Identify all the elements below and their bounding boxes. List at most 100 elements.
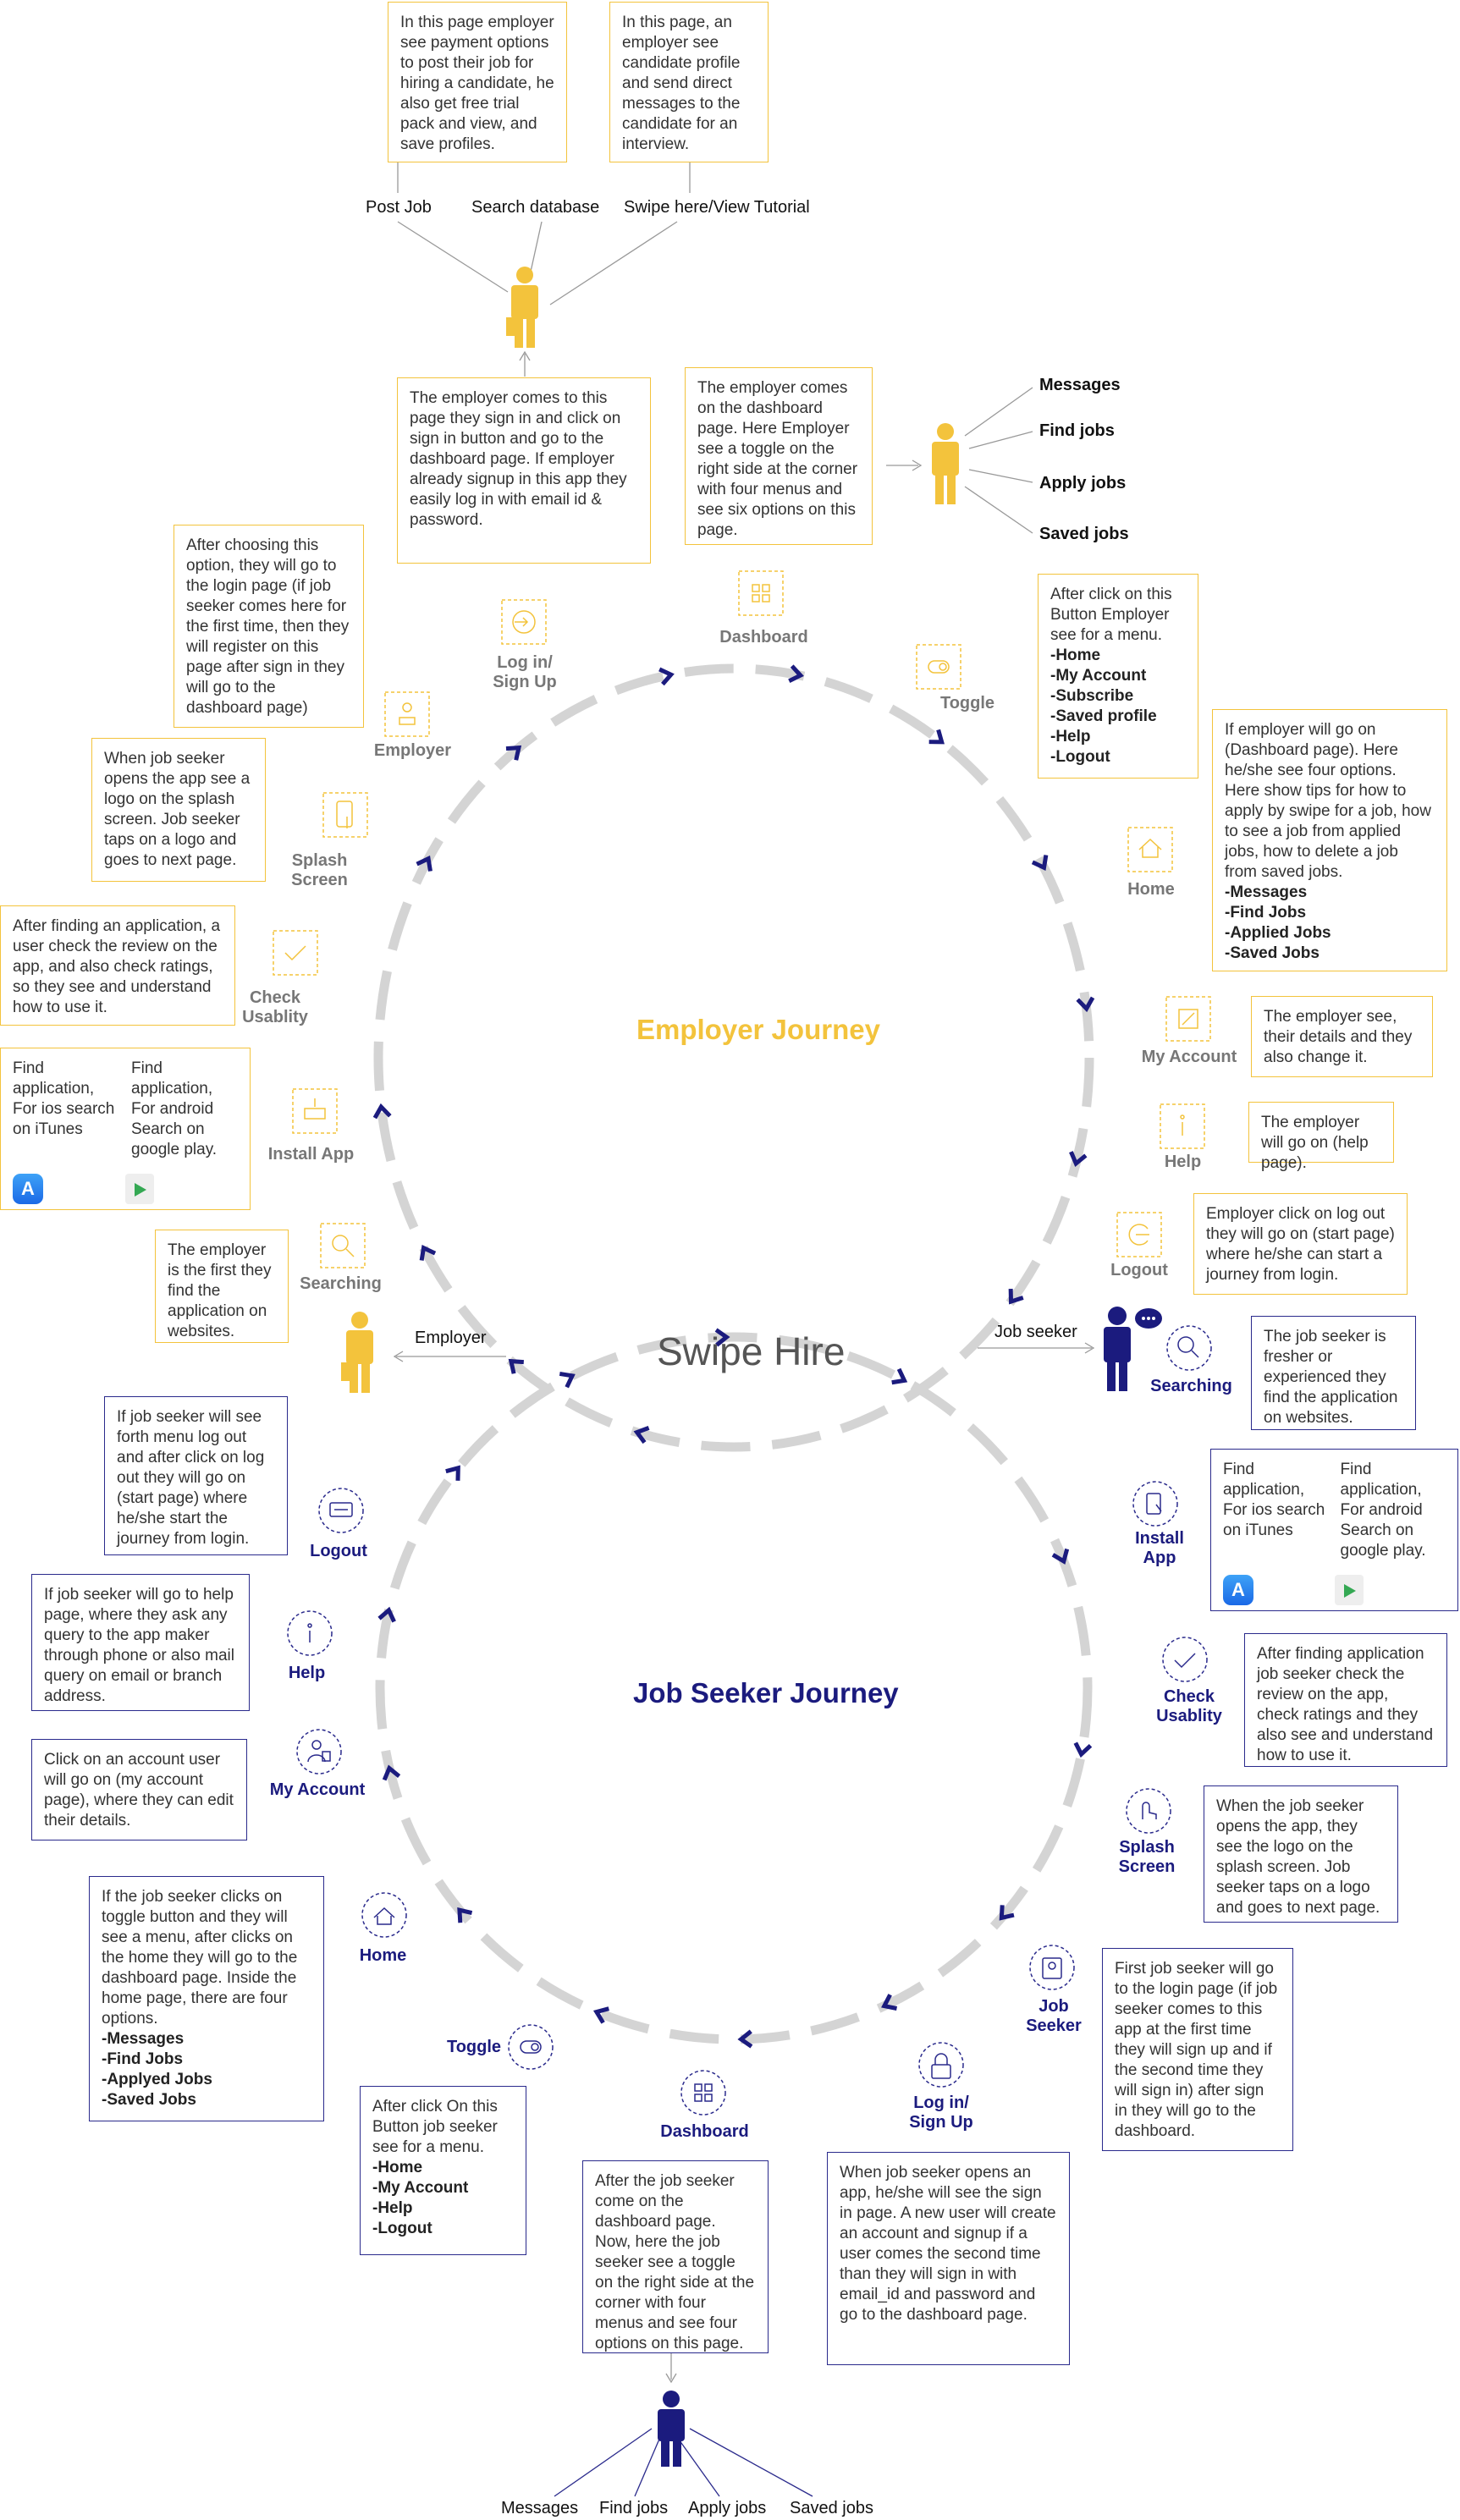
search-database-action[interactable]: Search database [471, 198, 600, 217]
toggle-icon [916, 644, 961, 690]
seeker-menu-apply-jobs[interactable]: Apply jobs [688, 2499, 767, 2517]
phone-tap-icon [322, 792, 368, 838]
swipe-tutorial-action[interactable]: Swipe here/View Tutorial [624, 198, 810, 217]
check-icon [1162, 1637, 1208, 1682]
employer-usability-note: After finding an application, a user che… [0, 905, 235, 1026]
employer-person-left-icon [341, 1312, 373, 1393]
seeker-splash-note: When the job seeker opens the app, they … [1204, 1785, 1398, 1923]
seeker-menu-messages[interactable]: Messages [501, 2499, 579, 2517]
employer-menu-saved-jobs[interactable]: Saved jobs [1039, 525, 1129, 543]
employer-menu-messages[interactable]: Messages [1039, 376, 1121, 394]
seeker-login-note: When job seeker opens an app, he/she wil… [827, 2152, 1070, 2365]
job-seeker-person-bottom-icon [658, 2391, 685, 2467]
employer-login-choice-note: After choosing this option, they will go… [174, 525, 364, 728]
seeker-step-toggle-label: Toggle [446, 2038, 502, 2056]
seeker-install-note: Find application, For ios search on iTun… [1210, 1449, 1458, 1611]
seeker-dashboard-note: After the job seeker come on the dashboa… [582, 2160, 769, 2353]
seeker-step-dashboard-label: Dashboard [660, 2122, 749, 2141]
employer-step-dashboard-label: Dashboard [719, 628, 808, 647]
seeker-logout-note: If job seeker will see forth menu log ou… [104, 1396, 288, 1555]
employer-signin-note: The employer comes to this page they sig… [397, 377, 651, 564]
employer-toggle-note: After click on this Button Employer see … [1038, 574, 1198, 779]
employer-step-help-label: Help [1164, 1153, 1202, 1171]
employer-step-splash-label: Splash Screen [291, 851, 348, 889]
seeker-step-jobseeker-label: Job Seeker [1026, 1997, 1082, 2035]
seeker-home-note: If the job seeker clicks on toggle butto… [89, 1876, 324, 2121]
employer-flow-arrow [658, 667, 675, 686]
install-icon [292, 1088, 338, 1134]
seeker-step-searching-label: Searching [1150, 1377, 1232, 1395]
employer-step-install-label: Install App [267, 1145, 355, 1164]
check-icon [273, 930, 318, 976]
connector-lines [393, 161, 1095, 2384]
seeker-step-install-label: Install App [1135, 1529, 1184, 1567]
post-job-action[interactable]: Post Job [366, 198, 432, 217]
employer-logout-note: Employer click on log out they will go o… [1193, 1193, 1408, 1295]
toggle-icon [508, 2024, 554, 2070]
employer-home-note: If employer will go on (Dashboard page).… [1212, 709, 1447, 971]
seeker-step-home-label: Home [359, 1946, 407, 1965]
seeker-menu-lines [554, 2428, 813, 2497]
employer-menu-find-jobs[interactable]: Find jobs [1039, 421, 1115, 440]
seeker-toggle-menu-list: -Home-My Account-Help-Logout [372, 2159, 469, 2237]
seeker-flow-arrow [377, 1606, 396, 1623]
employer-step-usability-label: Check Usablity [242, 988, 308, 1026]
lock-icon [918, 2042, 964, 2088]
seeker-google-play-icon [1334, 1575, 1364, 1605]
seeker-step-logout-label: Logout [310, 1542, 367, 1560]
flow-arrows [372, 664, 1095, 2049]
employer-flow-arrow [1069, 1151, 1088, 1167]
employer-account-note: The employer see, their details and they… [1251, 996, 1433, 1077]
seeker-menu-find-jobs[interactable]: Find jobs [599, 2499, 669, 2517]
employer-step-logout-label: Logout [1110, 1261, 1168, 1279]
seeker-step-account-label: My Account [269, 1780, 366, 1799]
seeker-menu-saved-jobs[interactable]: Saved jobs [790, 2499, 873, 2517]
employer-dashboard-note: The employer comes on the dashboard page… [685, 367, 873, 545]
seeker-help-note: If job seeker will go to help page, wher… [31, 1574, 250, 1711]
employer-flow-arrow [633, 1426, 650, 1444]
seeker-flow-arrow [592, 2006, 609, 2024]
employer-flow-arrow [1076, 996, 1095, 1013]
seeker-step-icons [287, 1325, 1212, 2116]
seeker-app-store-icon: A [1223, 1575, 1253, 1605]
employer-flow-arrow [928, 729, 945, 745]
employer-step-employer-label: Employer [373, 741, 452, 760]
ios-install-text: Find application, For ios search on iTun… [13, 1059, 115, 1138]
employer-install-note: Find application, For ios search on iTun… [0, 1048, 251, 1210]
employer-help-note: The employer will go on (help page). [1248, 1102, 1394, 1172]
seeker-flow-arrow [999, 1905, 1015, 1921]
job-seeker-person-icon [1104, 1307, 1162, 1391]
post-job-note: In this page employer see payment option… [388, 2, 567, 162]
seeker-flow-arrow [457, 1907, 473, 1923]
employer-flow-arrow [1008, 1289, 1024, 1305]
seeker-ios-install-text: Find application, For ios search on iTun… [1223, 1461, 1325, 1539]
app-store-icon: A [13, 1174, 43, 1204]
search-icon [1166, 1325, 1212, 1371]
logout-icon [318, 1488, 364, 1533]
employer-persona-label: Employer [415, 1329, 487, 1347]
seeker-flow-arrow [737, 2029, 753, 2049]
seeker-usability-note: After finding application job seeker che… [1244, 1633, 1447, 1767]
employer-step-account-label: My Account [1141, 1048, 1237, 1066]
employer-flow-arrow [1031, 855, 1049, 871]
seeker-journey-ring [375, 1332, 1093, 2044]
search-database-note: In this page, an employer see candidate … [609, 2, 769, 162]
employer-journey-title: Employer Journey [636, 1014, 880, 1045]
dashboard-icon [680, 2070, 726, 2116]
employer-step-toggle-label: Toggle [939, 694, 995, 713]
employer-menu-apply-jobs[interactable]: Apply jobs [1039, 474, 1127, 492]
id-badge-icon [1029, 1945, 1075, 1990]
seeker-step-splash-label: Splash Screen [1118, 1838, 1176, 1876]
employer-flow-arrow [416, 856, 432, 872]
info-icon [287, 1610, 333, 1656]
seeker-step-login-label: Log in/ Sign Up [909, 2094, 973, 2132]
employer-icon [384, 691, 430, 737]
seeker-journey-title: Job Seeker Journey [633, 1677, 899, 1708]
seeker-flow-arrow [881, 1994, 897, 2011]
seeker-step-usability-label: Check Usablity [1156, 1687, 1222, 1725]
account-icon [296, 1729, 342, 1774]
info-icon [1160, 1103, 1205, 1149]
home-menu-list: -Messages-Find Jobs-Applied Jobs-Saved J… [1225, 883, 1331, 962]
login-icon [501, 599, 547, 645]
